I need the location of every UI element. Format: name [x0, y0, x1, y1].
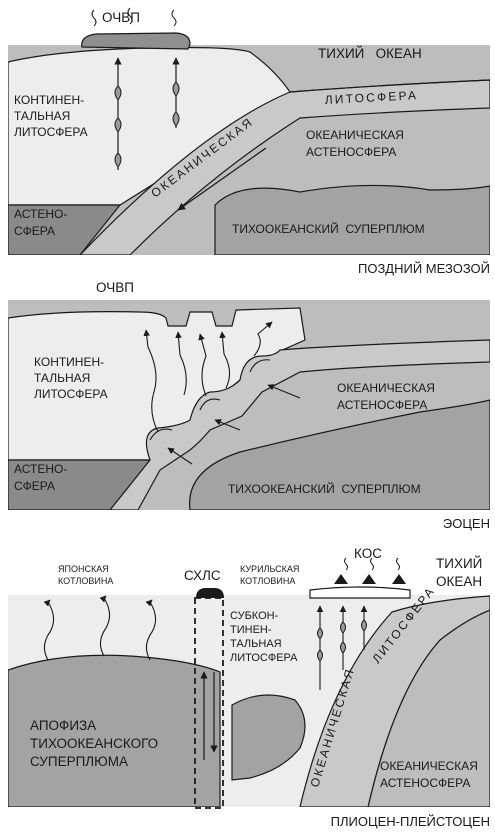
ochvp-label: ОЧВП — [102, 10, 140, 25]
japan-basin-label: ЯПОНСКАЯ — [58, 564, 109, 574]
steam-icon — [92, 10, 96, 26]
kuril-basin-label: КУРИЛЬСКАЯ — [240, 564, 299, 574]
oceanic-asthenosphere-label: АСТЕНОСФЕРА — [337, 398, 427, 412]
epoch-caption: ЭОЦЕН — [443, 516, 490, 531]
asthenosphere-label: СФЕРА — [14, 479, 55, 493]
oceanic-asthenosphere-label: АСТЕНОСФЕРА — [380, 776, 470, 790]
oceanic-asthenosphere-label: ОКЕАНИЧЕСКАЯ — [306, 128, 404, 142]
pacific-ocean-label: ТИХИЙ — [436, 556, 482, 571]
superplume-region — [215, 185, 490, 255]
ochvp-label: ОЧВП — [96, 280, 134, 295]
apophysis-label: ТИХООКЕАНСКОГО — [30, 736, 158, 751]
apophysis-label: СУПЕРПЛЮМА — [30, 754, 128, 769]
superplume-label: ТИХООКЕАНСКИЙ СУПЕРПЛЮМ — [228, 481, 421, 496]
steam-icon — [172, 10, 176, 26]
epoch-caption: ПЛИОЦЕН-ПЛЕЙСТОЦЕН — [331, 814, 490, 829]
subcontinental-lithosphere-label: ЛИТОСФЕРА — [230, 652, 298, 664]
asthenosphere-label: АСТЕНО- — [14, 207, 67, 221]
pacific-ocean-label: ТИХИЙ ОКЕАН — [318, 46, 422, 61]
panel-late-mesozoic: ОЧВП ТИХИЙ ОКЕАН КОНТИНЕН- ТАЛЬНАЯ ЛИТОС… — [8, 8, 490, 276]
continental-lithosphere-label: КОНТИНЕН- — [14, 93, 84, 107]
volcano-icon — [392, 574, 406, 584]
subcontinental-lithosphere-label: ТАЛЬНАЯ — [230, 638, 282, 650]
continental-lithosphere-label: ЛИТОСФЕРА — [14, 125, 88, 139]
japan-basin-label: КОТЛОВИНА — [58, 576, 113, 586]
kuril-basin-label: КОТЛОВИНА — [240, 576, 295, 586]
continental-lithosphere-label: ТАЛЬНАЯ — [14, 109, 70, 123]
shls-label: СХЛС — [184, 568, 221, 583]
shls-cap — [196, 588, 224, 598]
panel-eocene: ОЧВП КОНТИНЕН- ТАЛЬНАЯ ЛИТОСФЕРА ОКЕАНИЧ… — [8, 280, 490, 531]
steam-icon — [345, 558, 348, 570]
oceanic-asthenosphere-label: ОКЕАНИЧЕСКАЯ — [337, 381, 435, 395]
subcontinental-lithosphere-label: СУБКОН- — [230, 610, 279, 622]
epoch-caption: ПОЗДНИЙ МЕЗОЗОЙ — [358, 261, 490, 276]
superplume-label: ТИХООКЕАНСКИЙ СУПЕРПЛЮМ — [232, 221, 425, 236]
volcanic-belt-cap — [82, 33, 190, 49]
steam-icon — [397, 558, 400, 570]
kos-cap — [310, 587, 410, 598]
oceanic-asthenosphere-label: АСТЕНОСФЕРА — [306, 145, 396, 159]
asthenosphere-label: АСТЕНО- — [14, 462, 67, 476]
pacific-ocean-label: ОКЕАН — [436, 574, 482, 589]
oceanic-asthenosphere-label: ОКЕАНИЧЕСКАЯ — [380, 759, 478, 773]
volcano-icon — [362, 574, 376, 584]
volcano-icon — [334, 574, 348, 584]
apophysis-label: АПОФИЗА — [30, 718, 96, 733]
continental-lithosphere-label: ЛИТОСФЕРА — [34, 387, 108, 401]
panel-pliocene-pleistocene: ЯПОНСКАЯ КОТЛОВИНА СХЛС КУРИЛЬСКАЯ КОТЛО… — [8, 546, 490, 829]
subcontinental-lithosphere-label: ТИНЕН- — [230, 624, 272, 636]
continental-lithosphere-label: ТАЛЬНАЯ — [34, 371, 90, 385]
kos-label: КОС — [354, 546, 382, 561]
asthenosphere-label: СФЕРА — [14, 224, 55, 238]
continental-lithosphere-label: КОНТИНЕН- — [34, 355, 104, 369]
